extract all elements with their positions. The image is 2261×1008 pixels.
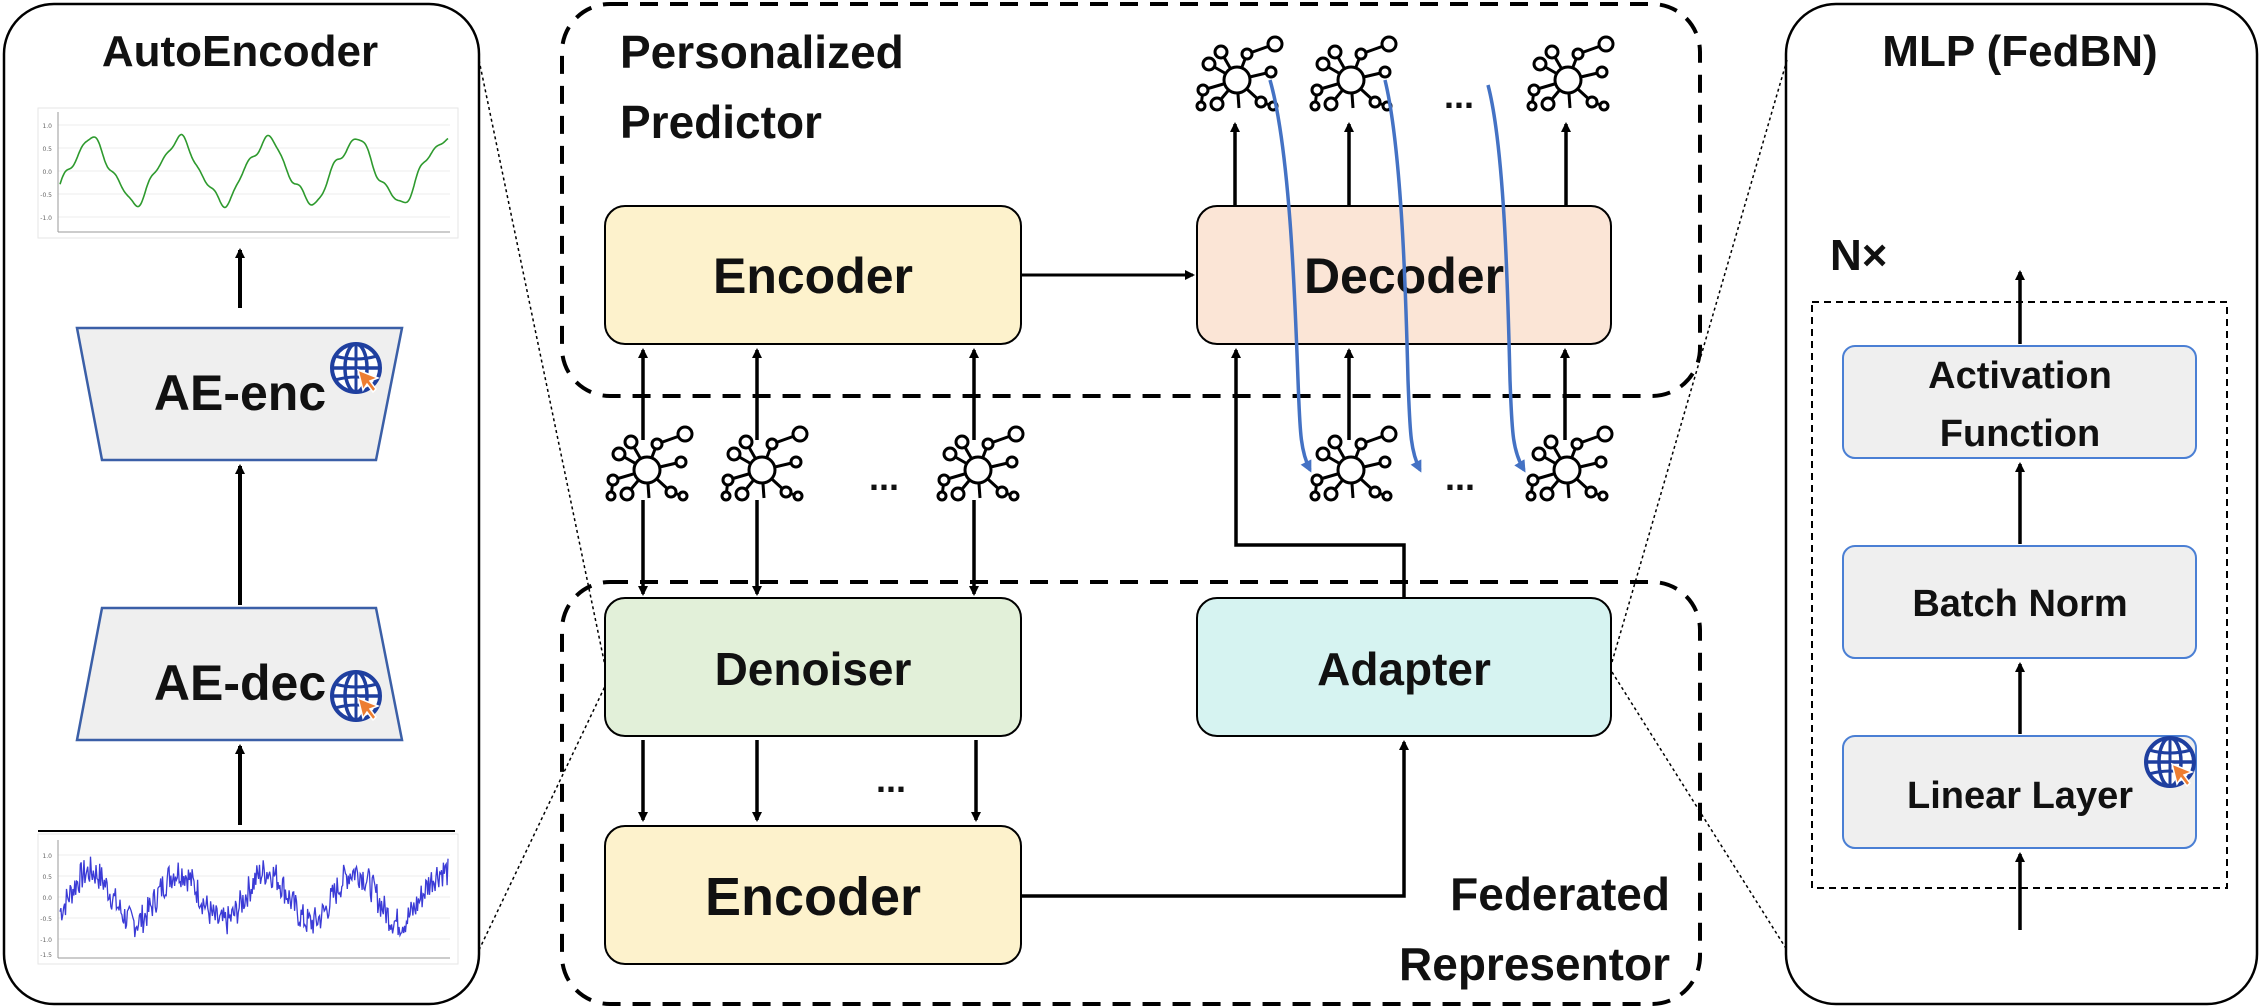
top-ellipsis: ...: [1444, 75, 1474, 116]
denoiser-block: [604, 597, 1022, 737]
linear-layer-label: Linear Layer: [1907, 775, 2133, 817]
input-signal-plot: 1.0 0.5 0.0 -0.5 -1.0 -1.5: [37, 830, 459, 965]
output-tick: 1.0: [42, 123, 52, 130]
globe-cursor-icon: [330, 342, 382, 394]
batch-norm-block: [1842, 545, 2197, 659]
representor-title-line1: Federated: [1450, 868, 1670, 920]
linear-layer-block: [1842, 735, 2197, 849]
predictor-title-line2: Predictor: [620, 96, 822, 148]
ae-enc-block: AE-enc: [75, 326, 404, 462]
output-tick: 0.0: [42, 169, 52, 176]
arrow-encoder-to-adapter: [1021, 740, 1409, 898]
ae-enc-label: AE-enc: [154, 365, 326, 421]
mlp-panel-border: [1784, 2, 2259, 1006]
graph-icon: [605, 425, 694, 502]
adapter-block: [1196, 597, 1612, 737]
adapter-label: Adapter: [1317, 643, 1491, 695]
graph-icon: [1526, 35, 1615, 112]
representor-ellipsis: ...: [876, 759, 906, 800]
input-tick: 1.0: [42, 853, 52, 860]
input-tick: -1.5: [40, 952, 52, 959]
ae-dec-shape: [75, 606, 404, 742]
blue-flow-arrow: [1486, 84, 1526, 473]
denoiser-label: Denoiser: [715, 643, 912, 695]
mlp-panel: MLP (FedBN) N× Activation Function Batch…: [1784, 2, 2259, 1006]
zoom-guide-left-bottom: [478, 679, 609, 951]
activation-label-line1: Activation: [1928, 355, 2112, 397]
input-tick: -0.5: [40, 916, 52, 923]
middle-ellipsis-right: ...: [1445, 457, 1475, 498]
autoencoder-title: AutoEncoder: [102, 27, 378, 76]
output-plot-frame: [37, 107, 459, 239]
blue-flow-arrow: [1383, 79, 1422, 473]
batch-norm-label: Batch Norm: [1912, 583, 2127, 625]
predictor-dashed-border: [560, 2, 1702, 398]
ae-dec-block: AE-dec: [75, 606, 404, 742]
output-tick: 0.5: [42, 146, 52, 153]
graph-icon: [1309, 35, 1398, 112]
mlp-title: MLP (FedBN): [1882, 27, 2157, 76]
ae-dec-label: AE-dec: [154, 655, 326, 711]
representor-dashed-border: [560, 580, 1702, 1006]
graph-icon: [1195, 35, 1284, 112]
predictor-encoder-label: Encoder: [713, 248, 913, 304]
output-tick: -0.5: [40, 192, 52, 199]
globe-cursor-icon: [2144, 736, 2196, 788]
graph-icon: [1525, 425, 1614, 502]
arrow-adapter-to-decoder: [1231, 348, 1406, 598]
input-signal-line: [59, 856, 449, 938]
representor-encoder-label: Encoder: [705, 867, 921, 927]
middle-ellipsis-left: ...: [869, 457, 899, 498]
activation-function-block: [1842, 345, 2197, 459]
autoencoder-panel: AutoEncoder 1.0 0.5 0.0 -0.5 -1.0 AE-: [2, 2, 481, 1006]
input-tick: -1.0: [40, 937, 52, 944]
input-tick: 0.0: [42, 895, 52, 902]
input-plot-grid: [58, 854, 450, 940]
output-tick: -1.0: [40, 215, 52, 222]
personalized-predictor: Personalized Predictor Encoder Decoder .…: [560, 2, 1702, 398]
ae-enc-shape: [75, 326, 404, 462]
output-signal-line: [59, 133, 449, 209]
globe-cursor-icon: [330, 670, 382, 722]
output-signal-plot: 1.0 0.5 0.0 -0.5 -1.0: [37, 107, 459, 239]
repeat-label: N×: [1830, 231, 1887, 280]
predictor-title-line1: Personalized: [620, 26, 904, 78]
graph-icon: [1309, 425, 1398, 502]
representor-title-line2: Representor: [1399, 938, 1670, 990]
activation-label-line2: Function: [1940, 413, 2100, 455]
autoencoder-panel-border: [2, 2, 481, 1006]
graph-icon: [936, 425, 1025, 502]
output-plot-grid: [58, 124, 450, 218]
input-tick: 0.5: [42, 874, 52, 881]
blue-flow-arrow: [1268, 79, 1312, 473]
blue-flow-arrows: [1268, 79, 1526, 473]
graph-icon: [720, 425, 809, 502]
middle-graph-row: ... ...: [605, 348, 1614, 598]
federated-representor: Denoiser Adapter Encoder ... Federated R…: [560, 580, 1702, 1006]
